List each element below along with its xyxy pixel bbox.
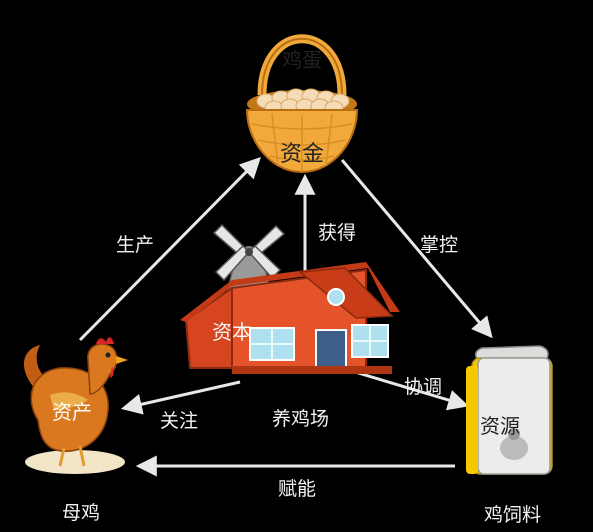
feed-label: 资源 xyxy=(480,414,520,438)
edge-label-obtain: 获得 xyxy=(318,222,357,244)
edge-label-attention: 关注 xyxy=(160,410,199,432)
feed-caption: 鸡饲料 xyxy=(484,504,542,526)
edge-label-control: 掌控 xyxy=(420,234,459,256)
arrow-farm-to-feed xyxy=(354,370,470,411)
hen-caption: 母鸡 xyxy=(62,502,101,524)
feed-bag-icon xyxy=(466,345,553,475)
edge-label-empower: 赋能 xyxy=(278,478,317,500)
hen-icon xyxy=(23,337,128,474)
arrow-hen-to-basket xyxy=(78,157,261,342)
arrow-basket-to-feed xyxy=(340,159,493,339)
basket-label: 资金 xyxy=(280,142,325,167)
farm-label: 资本 xyxy=(212,320,252,344)
farm-barn-icon xyxy=(180,262,400,374)
farm-caption: 养鸡场 xyxy=(272,408,330,430)
edge-label-produce: 生产 xyxy=(116,234,155,256)
arrow-farm-to-hen xyxy=(120,380,241,415)
egg-basket-icon xyxy=(245,34,359,174)
edge-label-coordinate: 协调 xyxy=(404,376,443,398)
basket-top-label: 鸡蛋 xyxy=(282,48,322,72)
hen-label: 资产 xyxy=(52,400,92,424)
